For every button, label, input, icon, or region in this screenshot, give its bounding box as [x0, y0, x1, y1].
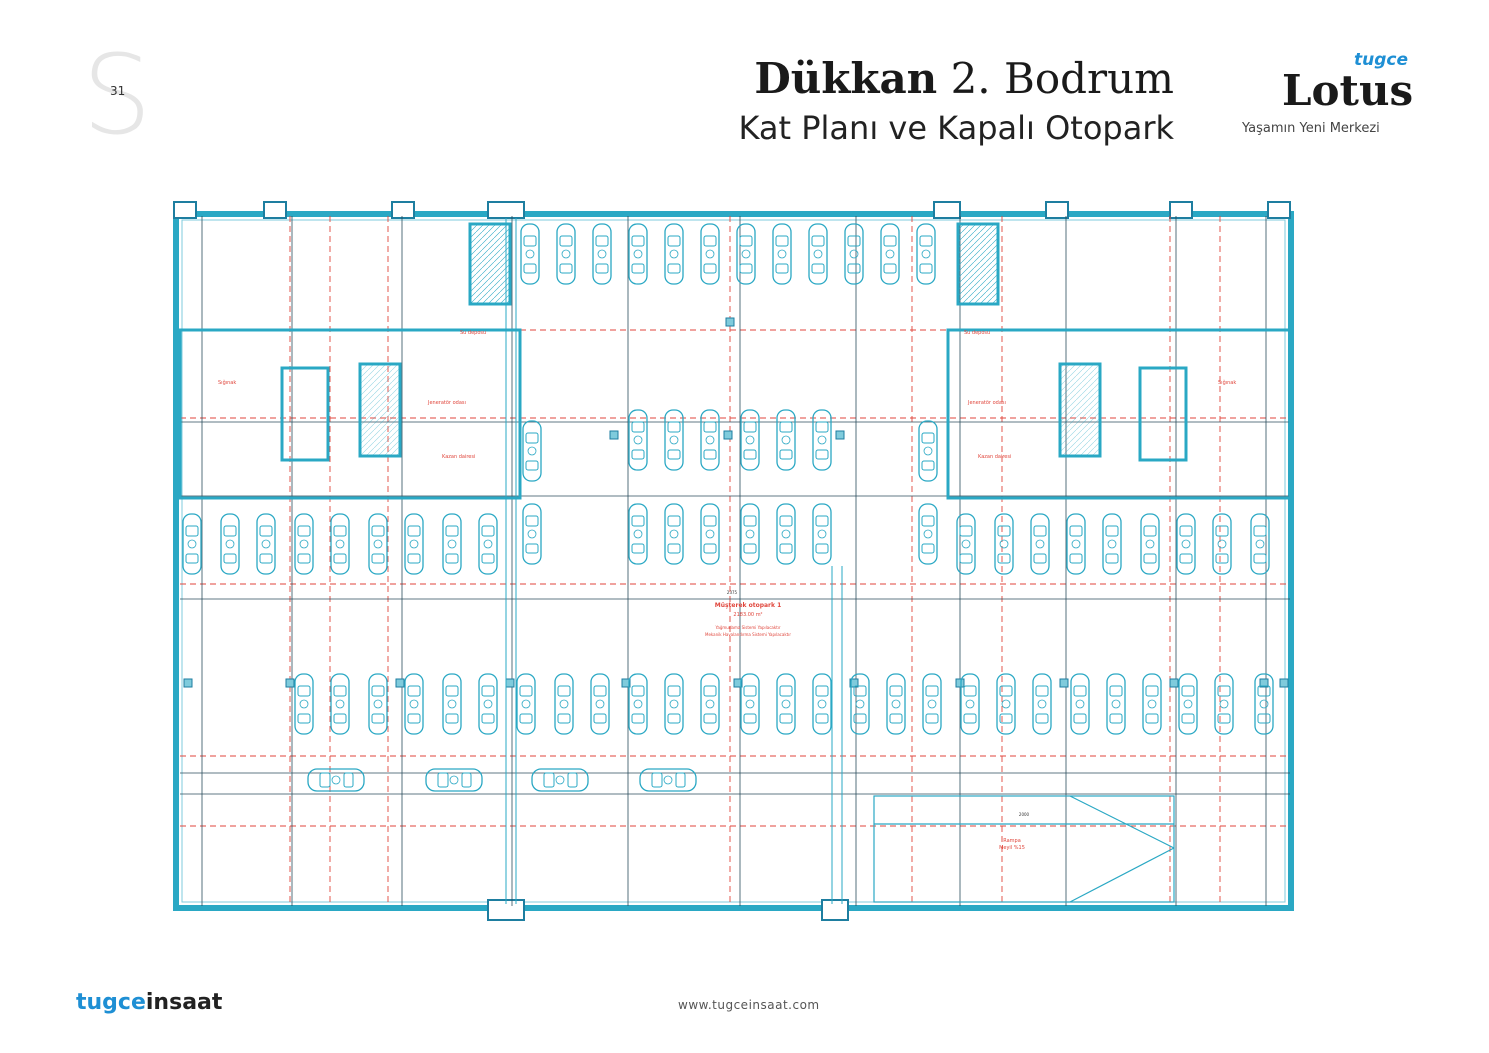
parking-row-lower [294, 673, 1274, 735]
parking-row-top [520, 223, 936, 285]
brand-name: Lotus [1282, 66, 1414, 115]
svg-text:Kazan dairesi: Kazan dairesi [442, 454, 475, 460]
page-subtitle: Kat Planı ve Kapalı Otopark [738, 109, 1174, 147]
brand-tagline: Yaşamın Yeni Merkezi [1242, 121, 1380, 136]
title-rest: 2. Bodrum [937, 54, 1174, 103]
svg-text:Jeneratör odası: Jeneratör odası [427, 400, 466, 406]
svg-text:Su deposu: Su deposu [964, 330, 990, 336]
svg-text:Sığınak: Sığınak [1218, 379, 1236, 386]
parking-area-size: 2183.00 m² [733, 612, 762, 618]
note-sprinkler: Yağmurlama Sistemi Yapılacaktır [714, 625, 780, 630]
parking-row-middle [182, 513, 1270, 575]
page-title: Dükkan 2. Bodrum [754, 58, 1174, 100]
dimension-ramp: 2000 [1019, 812, 1030, 817]
footer-logo: tugceinsaat [76, 990, 223, 1015]
svg-text:Jeneratör odası: Jeneratör odası [967, 400, 1006, 406]
parking-area-label: Müşterek otopark 1 [715, 602, 782, 609]
footer-url[interactable]: www.tugceinsaat.com [678, 998, 820, 1012]
page-letter-decoration: S [82, 31, 152, 159]
svg-text:Kazan dairesi: Kazan dairesi [978, 454, 1011, 460]
brand-small-logo: tugce [1354, 50, 1409, 70]
title-bold: Dükkan [754, 54, 938, 103]
parking-row-horizontal [307, 768, 697, 792]
note-ventilation: Mekanik Havalandırma Sistemi Yapılacaktı… [705, 632, 791, 637]
svg-text:Su deposu: Su deposu [460, 330, 486, 336]
svg-text:Sığınak: Sığınak [218, 379, 236, 386]
page-number: 31 [110, 84, 126, 98]
floor-plan: Sığınak Jeneratör odası Su deposu Kazan … [173, 201, 1294, 921]
dimension-main: 2375 [727, 590, 738, 595]
outer-wall [173, 211, 1294, 911]
ramp-label: Rampa [1003, 838, 1021, 844]
ramp-slope: Meyil %15 [999, 845, 1025, 851]
